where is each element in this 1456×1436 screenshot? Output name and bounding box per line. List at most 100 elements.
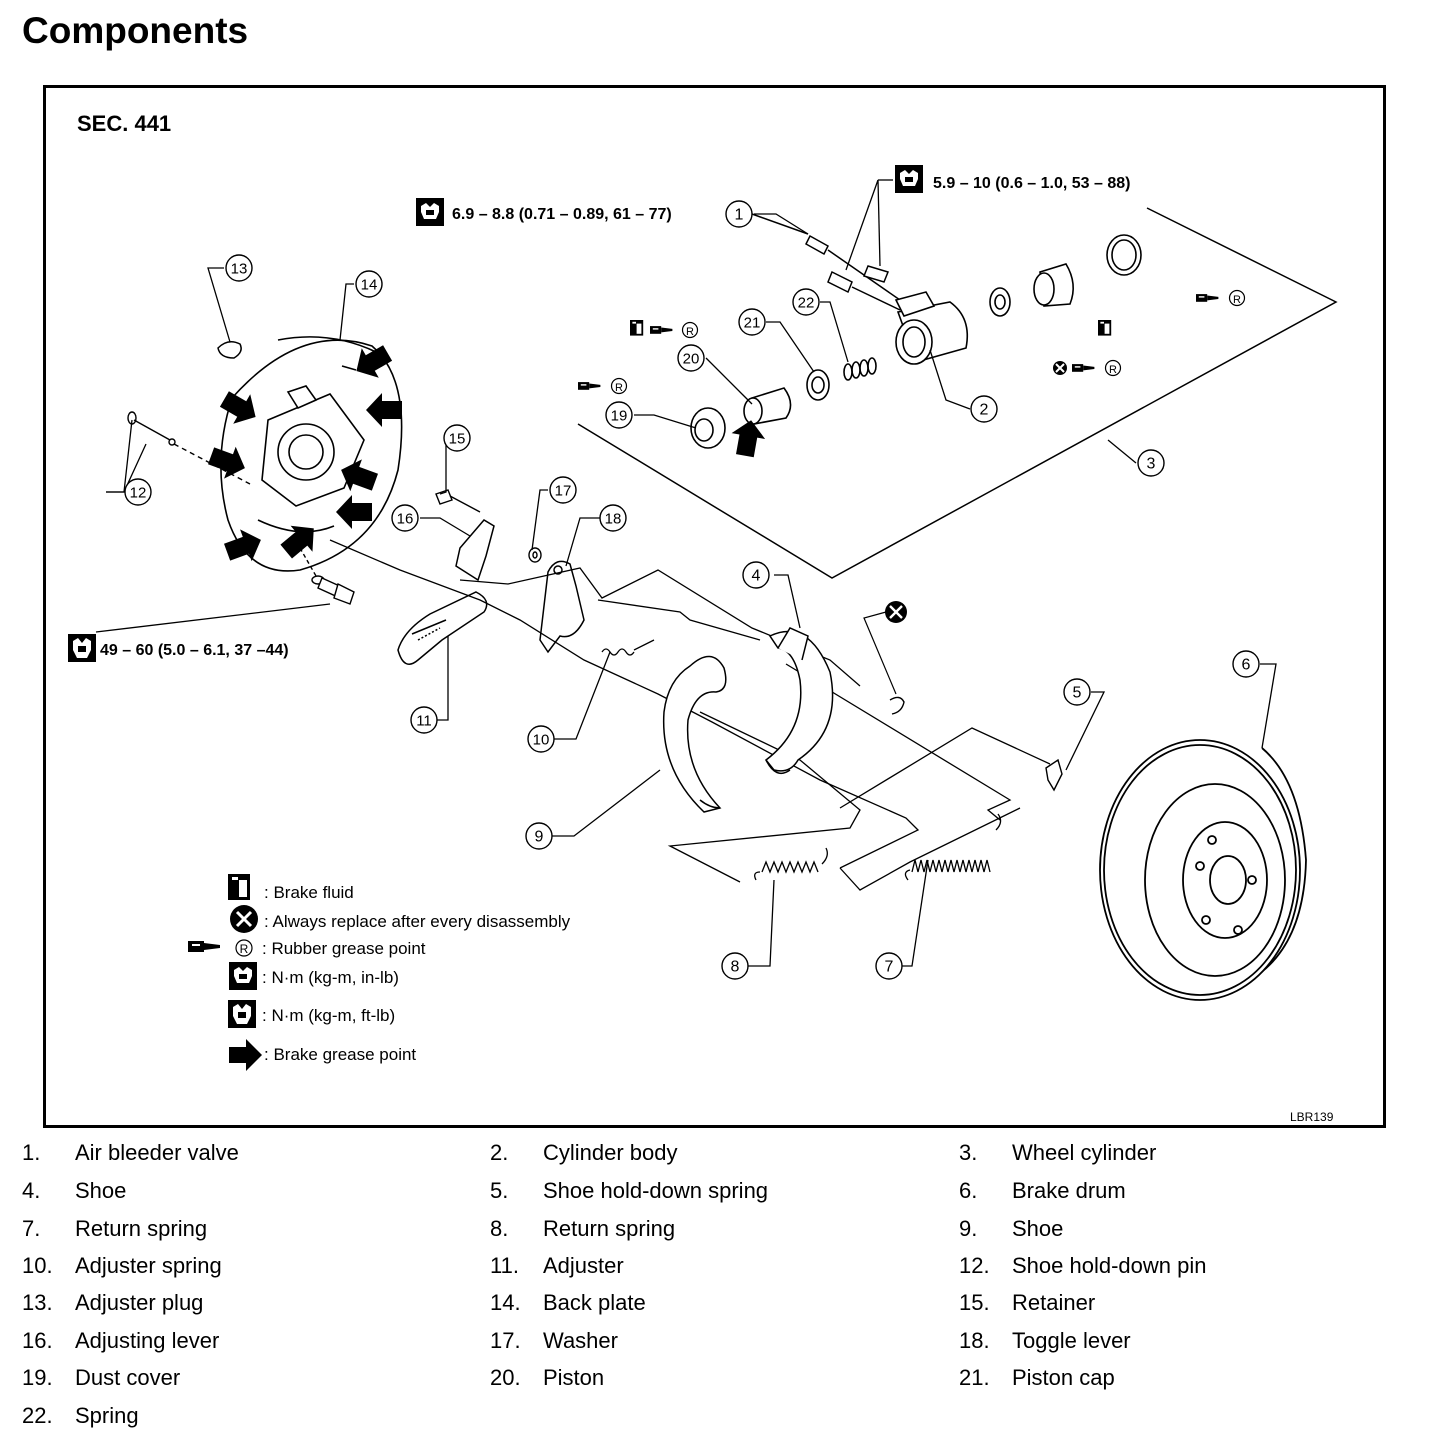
callout-number: 21 xyxy=(744,315,761,332)
brake-grease-arrow-piston xyxy=(728,417,768,459)
adjusting-lever xyxy=(455,519,495,582)
right-piston xyxy=(1033,263,1074,307)
callout-number: 13 xyxy=(231,261,248,278)
callout-number: 12 xyxy=(130,485,147,502)
legend-text-replace: : Always replace after every disassembly xyxy=(264,912,571,931)
callout-circle xyxy=(875,952,903,980)
torque-spec-bleeder: 6.9 – 8.8 (0.71 – 0.89, 61 – 77) xyxy=(416,198,672,226)
brake-grease-arrow-icon xyxy=(229,1039,262,1071)
part-number: 11. xyxy=(490,1253,519,1278)
part-name: Piston xyxy=(543,1365,605,1390)
part-number: 9. xyxy=(959,1216,978,1241)
part-name: Spring xyxy=(75,1403,139,1428)
callout-circle xyxy=(605,401,633,429)
part-name: Adjuster spring xyxy=(75,1253,222,1278)
legend: R : Brake fluid : Always replace after e… xyxy=(188,874,571,1071)
callout-19: 19 xyxy=(605,401,633,429)
part-number: 15. xyxy=(959,1290,990,1315)
callout-circle xyxy=(792,288,820,316)
callout-8: 8 xyxy=(721,952,749,980)
part-number: 5. xyxy=(490,1178,509,1203)
callout-12: 12 xyxy=(124,478,152,506)
callout-22: 22 xyxy=(792,288,820,316)
part-name: Shoe hold-down pin xyxy=(1012,1253,1207,1278)
part-name: Toggle lever xyxy=(1012,1328,1131,1353)
part-number: 3. xyxy=(959,1140,978,1165)
shoe-hold-down-pin xyxy=(127,411,251,485)
callout-20: 20 xyxy=(677,344,705,372)
callout-13: 13 xyxy=(225,254,253,282)
callout-number: 16 xyxy=(397,511,414,528)
callout-3: 3 xyxy=(1137,449,1165,477)
part-name: Shoe xyxy=(75,1178,127,1203)
callout-number: 10 xyxy=(533,732,550,749)
callout-number: 2 xyxy=(980,402,989,419)
callout-14: 14 xyxy=(355,270,383,298)
part-name: Brake drum xyxy=(1012,1178,1126,1203)
part-number: 8. xyxy=(490,1216,509,1241)
part-number: 12. xyxy=(959,1253,990,1278)
part-name: Adjuster xyxy=(543,1253,624,1278)
part-number: 17. xyxy=(490,1328,521,1353)
callout-number: 20 xyxy=(683,351,700,368)
legend-text-brake-fluid: : Brake fluid xyxy=(264,883,354,902)
callout-circle xyxy=(599,504,627,532)
callout-5: 5 xyxy=(1063,678,1091,706)
callouts xyxy=(106,213,1277,967)
callout-number: 3 xyxy=(1147,456,1156,473)
part-name: Shoe xyxy=(1012,1216,1064,1241)
shoe-9 xyxy=(662,655,727,813)
callout-1: 1 xyxy=(725,200,753,228)
callout-number: 19 xyxy=(611,408,628,425)
callout-circle xyxy=(527,725,555,753)
part-name: Wheel cylinder xyxy=(1012,1140,1157,1165)
return-spring-7 xyxy=(904,813,1002,881)
adjuster-spring xyxy=(601,639,655,656)
part-number: 10. xyxy=(22,1253,53,1278)
callout-circle xyxy=(549,476,577,504)
adjuster-plug xyxy=(217,341,242,359)
piston-20 xyxy=(743,387,792,425)
callout-number: 1 xyxy=(735,207,744,224)
torque-spec-back-plate: 49 – 60 (5.0 – 6.1, 37 –44) xyxy=(68,603,331,662)
part-number: 18. xyxy=(959,1328,990,1353)
part-name: Adjusting lever xyxy=(75,1328,220,1353)
section-label: SEC. 441 xyxy=(77,111,171,136)
part-number: 1. xyxy=(22,1140,41,1165)
part-name: Return spring xyxy=(543,1216,676,1241)
part-name: Washer xyxy=(543,1328,618,1353)
air-bleeder-valve xyxy=(751,213,901,301)
callout-circle xyxy=(725,200,753,228)
dust-cover-19 xyxy=(690,407,726,449)
callout-number: 6 xyxy=(1242,657,1251,674)
part-number: 22. xyxy=(22,1403,53,1428)
part-number: 14. xyxy=(490,1290,521,1315)
callout-number: 9 xyxy=(535,829,544,846)
part-name: Shoe hold-down spring xyxy=(543,1178,769,1203)
rubber-grease-mark-legend: R xyxy=(240,942,249,956)
part-name: Piston cap xyxy=(1012,1365,1115,1390)
legend-text-rubber-grease: : Rubber grease point xyxy=(262,939,426,958)
torque-spec-bleeder-text: 6.9 – 8.8 (0.71 – 0.89, 61 – 77) xyxy=(452,206,672,223)
callout-18: 18 xyxy=(599,504,627,532)
brake-drum xyxy=(1099,739,1307,1001)
part-name: Retainer xyxy=(1012,1290,1096,1315)
fluid-grease-markers: R R R R xyxy=(578,289,1246,395)
callout-17: 17 xyxy=(549,476,577,504)
part-number: 6. xyxy=(959,1178,978,1203)
wheel-cylinder-group-outline xyxy=(577,207,1338,579)
legend-text-brake-grease: : Brake grease point xyxy=(264,1045,416,1064)
callout-number: 11 xyxy=(416,713,432,730)
callout-circle xyxy=(355,270,383,298)
cylinder-bolts xyxy=(827,265,901,311)
part-number: 16. xyxy=(22,1328,53,1353)
callout-number: 17 xyxy=(555,483,572,500)
brake-fluid-icon xyxy=(228,874,250,900)
part-number: 20. xyxy=(490,1365,521,1390)
callout-number: 5 xyxy=(1073,685,1082,702)
callout-number: 15 xyxy=(449,431,466,448)
callout-circle xyxy=(742,561,770,589)
part-number: 19. xyxy=(22,1365,53,1390)
